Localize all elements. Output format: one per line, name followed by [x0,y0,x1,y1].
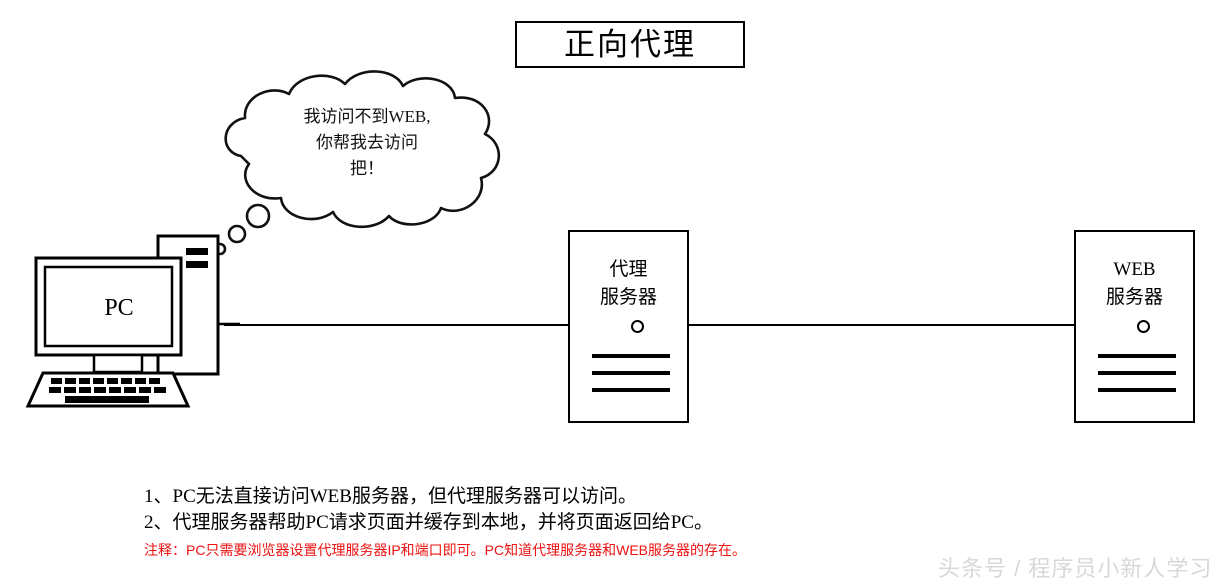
link-proxy-to-web [688,324,1076,326]
link-pc-to-proxy [224,324,570,326]
web-server-label-line-2: 服务器 [1105,287,1163,308]
thought-bubble-shape [213,70,501,256]
proxy-server-led-icon [630,320,644,333]
web-server-label-line-1: WEB [1113,259,1156,280]
pc-node [18,228,243,408]
watermark: 头条号 / 程序员小新人学习 [938,556,1213,581]
diagram-title-text: 正向代理 [564,27,696,62]
caption-item-2: 2、代理服务器帮助PC请求页面并缓存到本地，并将页面返回给PC。 [144,512,713,533]
proxy-server-node: 代理 服务器 [568,230,689,423]
web-server-label: WEB 服务器 [1076,256,1193,312]
caption-note: 注释：PC只需要浏览器设置代理服务器IP和端口即可。PC知道代理服务器和WEB服… [144,542,747,558]
proxy-server-label-line-2: 服务器 [599,287,657,308]
proxy-server-label-line-1: 代理 [609,259,648,280]
thought-bubble-text: 我访问不到WEB, 你帮我去访问 把！ [262,104,472,182]
web-server-node: WEB 服务器 [1074,230,1195,423]
web-server-led-icon [1136,320,1150,333]
thought-bubble-line-2: 你帮我去访问 [316,133,418,152]
pc-label: PC [104,295,134,321]
web-server-bars-icon [1098,354,1176,405]
pc-icon [25,234,240,408]
thought-bubble-line-1: 我访问不到WEB, [303,107,431,126]
proxy-server-bars-icon [592,354,670,405]
thought-bubble-line-3: 把！ [350,159,384,178]
thought-bubble [205,60,525,256]
caption-block: 1、PC无法直接访问WEB服务器，但代理服务器可以访问。 2、代理服务器帮助PC… [144,484,944,536]
proxy-server-label: 代理 服务器 [570,256,687,312]
caption-item-1: 1、PC无法直接访问WEB服务器，但代理服务器可以访问。 [144,486,637,507]
diagram-title-box: 正向代理 [515,21,745,68]
